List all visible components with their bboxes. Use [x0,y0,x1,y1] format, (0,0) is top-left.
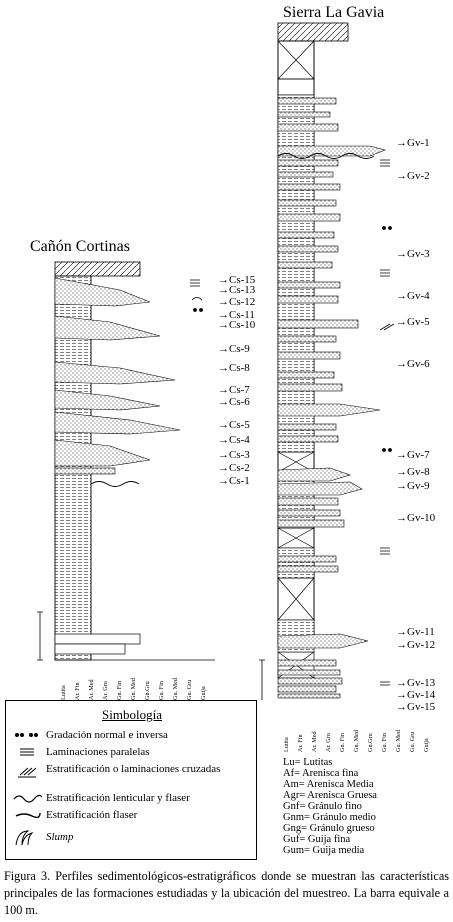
canon-title: Cañón Cortinas [30,238,130,255]
legend-item: Gradación normal e inversa [46,729,168,741]
grading-icon [15,733,38,737]
abbreviation-item: Lu= Lutitas [283,757,333,768]
legend-title: Simbología [102,707,162,722]
abbreviation-item: Gnm= Gránulo medio [283,812,376,823]
canon-column [37,261,215,661]
sample-label: →Cs-13 [218,284,256,296]
legend-item: Estratificación o laminaciones cruzadas [46,763,221,775]
grain-label: Gn. Med [353,730,360,752]
sample-label: →Gv-13 [396,677,436,689]
abbreviation-item: Am= Arenisca Media [283,779,374,790]
grain-label: Guija [200,686,207,700]
stratigraphic-figure: Sierra La Gavia Cañón Cortinas →Gv-1 →Gv… [5,4,436,860]
grain-label: Gu. Fin [381,733,388,752]
parallel-lamination-icon [20,748,34,756]
sample-label: →Gv-14 [396,689,436,701]
sample-label: →Cs-7 [218,384,250,396]
grain-label: Ar. Med [311,731,318,752]
sample-label: →Cs-12 [218,296,256,308]
sample-label: →Cs-11 [218,309,255,321]
sample-label: →Cs-9 [218,343,250,355]
sample-label: →Cs-3 [218,449,250,461]
figure-caption: Figura 3. Perfiles sedimentológicos-estr… [4,869,449,917]
grain-label: Gu. Gru [409,731,416,752]
abbreviation-item: Gnf= Gránulo fino [283,801,362,812]
grain-label: Lutita [283,737,290,752]
sample-label: →Cs-1 [218,475,250,487]
flaser-icon [15,812,41,819]
sample-label: →Gv-4 [396,290,430,302]
abbreviation-item: Gng= Gránulo grueso [283,823,375,834]
sample-label: →Gv-2 [396,170,430,182]
sample-label: →Gv-9 [396,480,430,492]
abbreviation-item: Af= Arenisca fina [283,768,359,779]
sample-label: →Gv-12 [396,639,436,651]
legend-item: Slump [46,831,74,843]
sample-label: →Cs-5 [218,419,250,431]
sample-label: →Gv-11 [396,626,435,638]
grain-label: Guija [423,738,430,752]
grain-label: Ar. Gru [102,681,109,700]
grain-label: Gn. Fin [116,681,123,700]
sample-label: →Gv-6 [396,358,430,370]
legend-item: Estratificación flaser [46,809,138,821]
grain-label: Ar. Fin [74,682,81,700]
grain-label: Ar. Gru [325,733,332,752]
legend-item: Laminaciones paralelas [46,746,150,758]
abbreviation-item: Gum= Guija media [283,845,365,856]
sample-label: →Gv-1 [396,137,430,149]
grain-label: Gu. Fin [158,681,165,700]
sample-label: →Cs-15 [218,274,256,286]
sample-label: →Gv-8 [396,466,430,478]
sample-label: →Cs-8 [218,362,250,374]
abbreviation-item: Agr= Arenisca Gruesa [283,790,377,801]
legend: Simbología Gradación normal e inversa La… [5,700,257,860]
sample-label: →Cs-6 [218,396,250,408]
grain-label: Gu. Med [395,730,402,752]
grain-label: Gu. Med [172,678,179,700]
sample-label: →Gv-10 [396,512,436,524]
legend-item: Estratificación lenticular y flaser [46,792,190,804]
sample-label: →Cs-4 [218,434,250,446]
sierra-column [259,22,386,700]
grain-label: Ar. Med [88,679,95,700]
stratigraphic-columns [37,22,395,700]
grain-label: Lutita [60,685,67,700]
sample-label: →Gv-15 [396,701,436,713]
grain-label: Gu. Gru [186,679,193,700]
sample-label: →Gv-7 [396,449,430,461]
sample-label: →Cs-2 [218,462,250,474]
sample-label: →Gv-3 [396,248,430,260]
grain-label: Gn. Fin [339,733,346,752]
structure-symbols [190,159,395,686]
grain-label: Gn.Gru [367,733,374,752]
grain-label: Gn.Gru [144,681,151,700]
sierra-title: Sierra La Gavia [283,4,385,21]
sample-label: →Cs-10 [218,319,256,331]
sample-label: →Gv-5 [396,316,430,328]
slump-icon [15,830,34,846]
abbreviation-item: Guf= Guija fina [283,834,351,845]
cross-lamination-icon [18,767,37,778]
grain-label: Ar. Fin [297,734,304,752]
lenticular-icon [13,794,42,803]
grain-label: Gn. Med [130,678,137,700]
